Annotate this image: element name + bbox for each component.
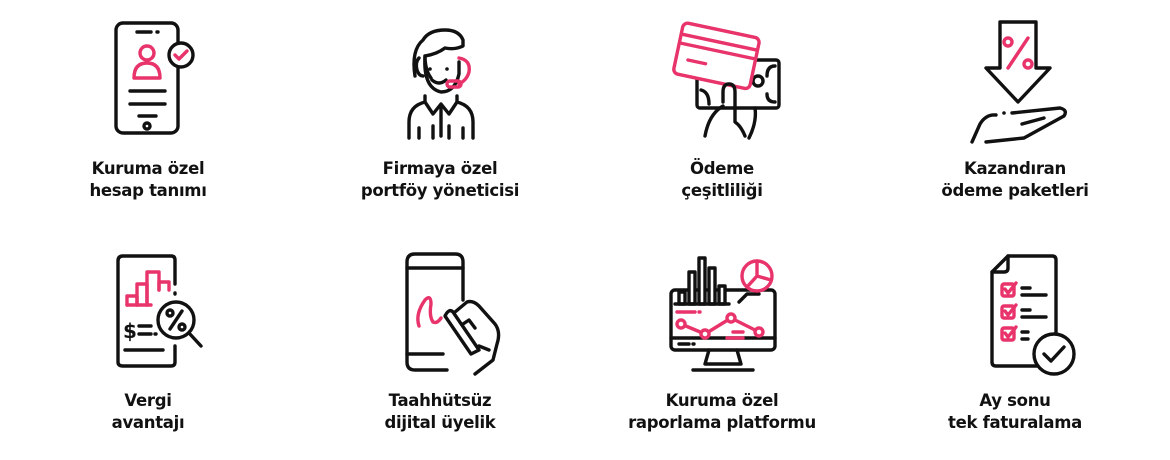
feature-label: Kuruma özel hesap tanımı [89, 158, 206, 202]
feature-label-line2: çeşitliliği [681, 181, 763, 200]
svg-text:$: $ [123, 319, 137, 343]
feature-label-line1: Kazandıran [964, 159, 1066, 178]
feature-label-line2: raporlama platformu [628, 413, 816, 432]
feature-label: Kazandıran ödeme paketleri [941, 158, 1088, 202]
feature-label-line1: Ay sonu [979, 391, 1051, 410]
feature-label-line1: Kuruma özel [91, 159, 205, 178]
feature-label-line1: Firmaya özel [382, 159, 498, 178]
feature-label-line2: dijital üyelik [384, 413, 496, 432]
feature-corporate-account: Kuruma özel hesap tanımı [18, 18, 278, 202]
feature-payment-variety: Ödeme çeşitliliği [592, 18, 852, 202]
monitor-analytics-icon [657, 250, 787, 380]
feature-reporting-platform: Kuruma özel raporlama platformu [592, 250, 852, 434]
feature-label-line2: tek faturalama [948, 413, 1082, 432]
feature-label-line2: hesap tanımı [89, 181, 207, 200]
feature-label-line2: avantajı [111, 413, 185, 432]
feature-label-line1: Kuruma özel [665, 391, 779, 410]
feature-label: Kuruma özel raporlama platformu [628, 390, 816, 434]
tablet-signature-hand-icon [375, 250, 505, 380]
feature-payment-packages: Kazandıran ödeme paketleri [885, 18, 1145, 202]
feature-label: Ödeme çeşitliliği [681, 158, 762, 202]
feature-label-line2: ödeme paketleri [941, 181, 1089, 200]
feature-label-line1: Taahhütsüz [388, 391, 492, 410]
feature-label-line1: Ödeme [690, 159, 754, 178]
percent-arrow-hand-icon [950, 18, 1080, 148]
feature-portfolio-manager: Firmaya özel portföy yöneticisi [310, 18, 570, 202]
feature-label-line1: Vergi [124, 391, 172, 410]
checklist-invoice-icon [950, 250, 1080, 380]
feature-label: Taahhütsüz dijital üyelik [385, 390, 496, 434]
feature-tax-advantage: $ Vergi avantajı [18, 250, 278, 434]
feature-label-line2: portföy yöneticisi [360, 181, 520, 200]
tax-report-magnifier-icon: $ [83, 250, 213, 380]
feature-no-commitment-membership: Taahhütsüz dijital üyelik [310, 250, 570, 434]
feature-monthly-single-invoice: Ay sonu tek faturalama [885, 250, 1145, 434]
feature-label: Firmaya özel portföy yöneticisi [360, 158, 520, 202]
feature-label: Ay sonu tek faturalama [948, 390, 1082, 434]
tablet-user-check-icon [83, 18, 213, 148]
feature-label: Vergi avantajı [112, 390, 185, 434]
card-and-cash-hand-icon [657, 18, 787, 148]
headset-agent-icon [375, 18, 505, 148]
